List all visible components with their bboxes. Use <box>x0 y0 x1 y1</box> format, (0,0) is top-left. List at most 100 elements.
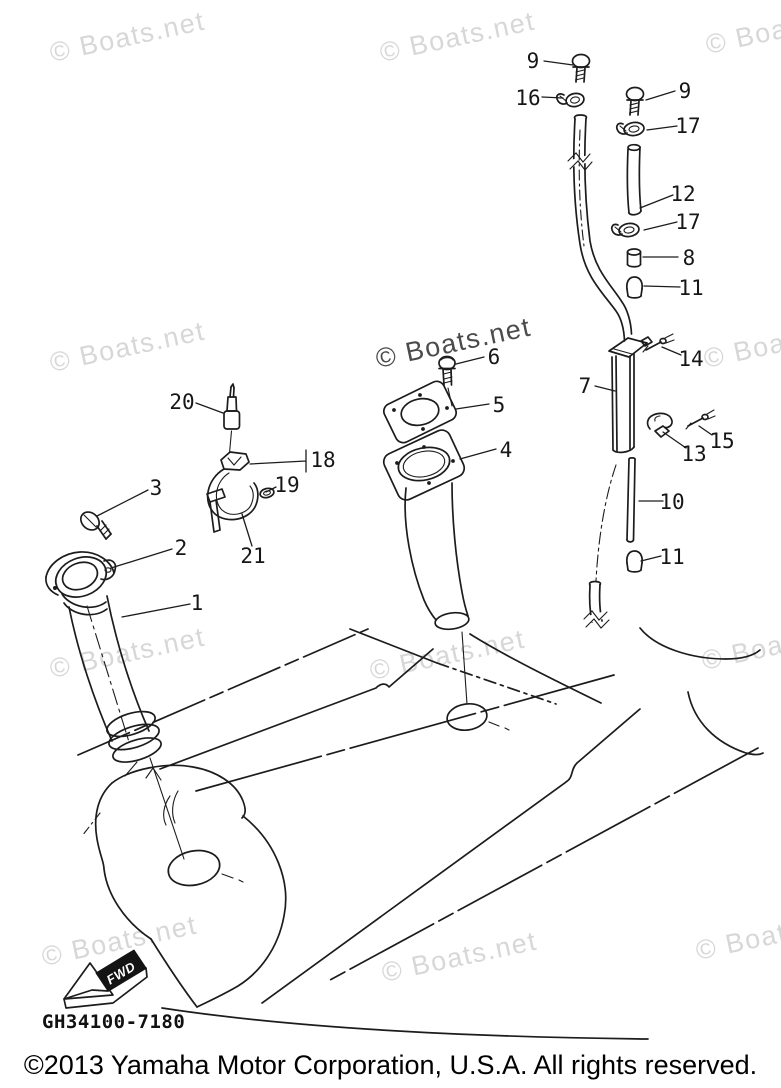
diagram-line <box>104 567 112 573</box>
diagram-line <box>571 53 591 69</box>
diagram-line <box>150 938 198 1008</box>
diagram-line <box>112 737 162 763</box>
callout-number-1: 1 <box>191 591 204 615</box>
diagram-line <box>427 481 431 485</box>
diagram-line <box>54 556 108 598</box>
diagram-line <box>627 143 641 152</box>
callout-number-8: 8 <box>683 246 696 270</box>
diagram-line <box>121 603 191 618</box>
part-14-screw <box>642 333 675 353</box>
diagram-line <box>643 221 678 231</box>
callout-number-20: 20 <box>169 390 194 414</box>
diagram-line <box>261 708 641 1004</box>
diagram-line <box>440 357 454 361</box>
diagram-line <box>642 345 649 353</box>
callout-number-6: 6 <box>488 345 501 369</box>
diagram-line <box>215 472 254 515</box>
diagram-line <box>95 949 147 992</box>
diagram-line <box>623 121 645 137</box>
diagram-line <box>77 628 369 756</box>
diagram-line <box>83 514 97 528</box>
diagram-line <box>96 520 112 540</box>
callout-number-10: 10 <box>659 490 684 514</box>
callout-number-5: 5 <box>493 393 506 417</box>
diagram-line <box>488 721 510 731</box>
part-6-bolt <box>438 355 456 407</box>
diagram-line <box>382 380 458 444</box>
diagram-line <box>265 486 277 493</box>
part-1-filler-tube <box>68 595 185 860</box>
diagram-line <box>664 333 675 344</box>
diagram-line <box>572 118 626 342</box>
callout-number-19: 19 <box>274 473 299 497</box>
diagram-line <box>555 93 568 105</box>
diagram-line <box>687 691 764 756</box>
diagram-line <box>106 595 150 732</box>
diagram-line <box>94 782 152 940</box>
diagram-line <box>654 415 661 422</box>
diagram-line <box>643 285 681 288</box>
diagram-line <box>614 226 622 233</box>
diagram-line <box>124 761 162 781</box>
diagram-line <box>227 456 242 466</box>
diagram-line <box>608 337 648 358</box>
boats-net-watermark: © Boats.net <box>703 0 781 60</box>
copyright-text: ©2013 Yamaha Motor Corporation, U.S.A. A… <box>23 1050 758 1080</box>
diagram-line <box>626 288 643 297</box>
diagram-line <box>626 251 642 266</box>
diagram-line <box>698 425 713 436</box>
boats-net-watermark: © Boats.net <box>693 904 781 966</box>
part-17-clamp-upper <box>615 121 645 137</box>
diagram-line <box>105 533 112 540</box>
diagram-line <box>382 429 466 501</box>
callout-number-11: 11 <box>678 276 703 300</box>
diagram-line <box>626 550 643 564</box>
diagram-line <box>108 723 160 751</box>
diagram-line <box>626 539 635 543</box>
diagram-line <box>421 427 425 431</box>
diagram-line <box>583 610 608 621</box>
diagram-line <box>618 222 640 238</box>
diagram-line <box>626 263 642 268</box>
diagram-line <box>706 409 716 420</box>
diagram-line <box>86 605 130 743</box>
leader-lines <box>96 60 713 618</box>
callout-number-4: 4 <box>500 438 513 462</box>
part-20-fuel-sender <box>223 383 241 454</box>
diagram-line <box>63 967 148 1009</box>
diagram-line <box>626 458 636 541</box>
part-11-cap-lower <box>626 550 643 573</box>
diagram-line <box>106 710 156 738</box>
diagram-line <box>565 92 585 108</box>
callout-number-9: 9 <box>527 49 540 73</box>
diagram-line <box>610 223 623 236</box>
part-2-filler-cap <box>45 551 117 616</box>
part-3-screw <box>79 511 112 540</box>
diagram-line <box>646 125 678 131</box>
diagram-line <box>241 513 253 547</box>
callout-number-21: 21 <box>240 544 265 568</box>
diagram-line <box>628 457 636 460</box>
diagram-line <box>588 580 602 586</box>
diagram-line <box>404 487 437 621</box>
callout-number-2: 2 <box>175 536 188 560</box>
diagram-line <box>570 96 580 104</box>
callout-number-15: 15 <box>709 429 734 453</box>
diagram-line <box>585 618 610 629</box>
diagram-line <box>63 602 108 616</box>
diagram-line <box>654 425 670 438</box>
diagram-line <box>541 96 564 99</box>
boats-net-watermark: © Boats.net <box>377 6 538 68</box>
boats-net-watermark: © Boats.net <box>47 316 208 378</box>
diagram-line <box>111 764 246 819</box>
diagram-line <box>445 406 449 410</box>
deck-lines <box>77 627 764 1040</box>
diagram-line <box>569 160 593 171</box>
diagram-line <box>451 482 469 617</box>
part-10-rod <box>626 457 636 543</box>
diagram-line <box>615 122 628 135</box>
diagram-line <box>612 446 635 454</box>
part-11-cap-upper <box>626 276 643 299</box>
